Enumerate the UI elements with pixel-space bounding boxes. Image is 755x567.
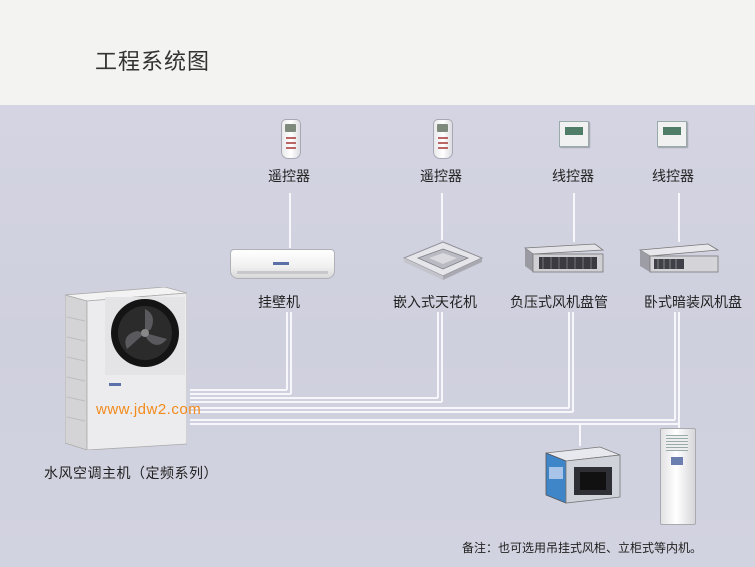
wired-controller-icon — [559, 121, 589, 147]
watermark: www.jdw2.com — [96, 401, 202, 418]
outdoor-unit-label: 水风空调主机（定频系列） — [44, 466, 218, 482]
remote-control-icon — [281, 119, 301, 159]
outdoor-unit-icon — [65, 287, 187, 450]
floor-standing-unit-icon — [660, 428, 696, 525]
controller-label: 遥控器 — [420, 169, 462, 185]
concealed-fan-coil-icon — [638, 243, 720, 273]
footer-note: 备注：也可选用吊挂式风柜、立柜式等内机。 — [462, 541, 703, 555]
wall-mounted-unit-icon — [230, 249, 335, 279]
wired-controller-icon — [657, 121, 687, 147]
indoor-unit-label: 嵌入式天花机 — [393, 295, 477, 311]
indoor-unit-label: 挂壁机 — [258, 295, 300, 311]
header-band — [0, 0, 755, 105]
controller-label: 线控器 — [552, 169, 594, 185]
page-title: 工程系统图 — [95, 50, 211, 75]
indoor-unit-label: 负压式风机盘管 — [510, 295, 608, 311]
remote-control-icon — [433, 119, 453, 159]
duct-fan-coil-icon — [523, 243, 605, 273]
controller-label: 遥控器 — [268, 169, 310, 185]
ceiling-cabinet-unit-icon — [545, 446, 621, 504]
ceiling-cassette-icon — [402, 241, 484, 280]
indoor-unit-label: 卧式暗装风机盘 — [644, 295, 742, 311]
controller-label: 线控器 — [652, 169, 694, 185]
